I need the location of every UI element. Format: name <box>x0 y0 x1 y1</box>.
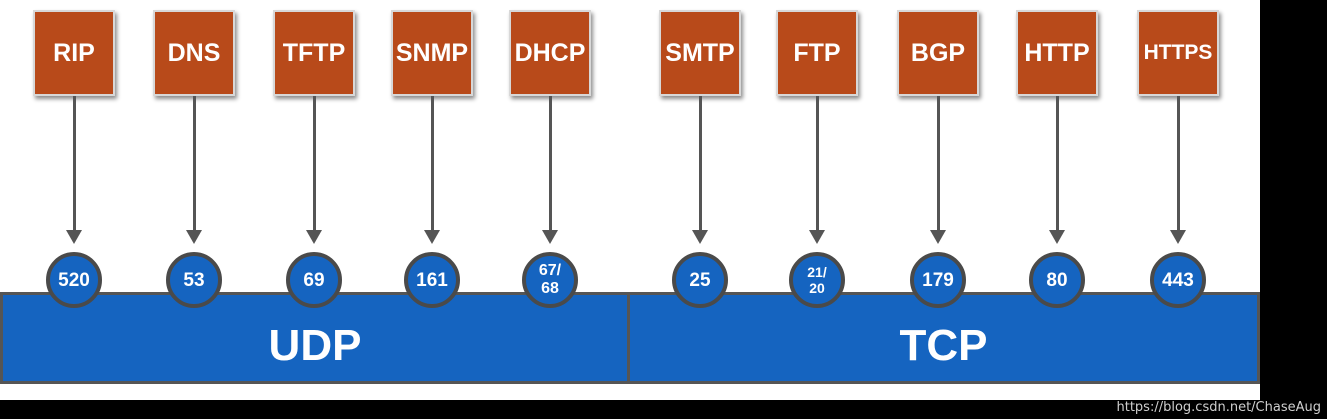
port-number: 80 <box>1046 269 1068 291</box>
protocol-box-http: HTTP <box>1016 10 1098 96</box>
arrow-tftp <box>306 96 322 244</box>
port-circle-bgp: 179 <box>910 252 966 308</box>
port-circle-ftp: 21/ 20 <box>789 252 845 308</box>
arrow-ftp <box>809 96 825 244</box>
port-circle-snmp: 161 <box>404 252 460 308</box>
watermark-text: https://blog.csdn.net/ChaseAug <box>1116 400 1322 415</box>
arrow-smtp <box>692 96 708 244</box>
port-number-secondary: 68 <box>541 280 559 297</box>
protocol-box-bgp: BGP <box>897 10 979 96</box>
port-number: 69 <box>303 269 325 291</box>
port-number: 520 <box>58 269 90 291</box>
port-circle-tftp: 69 <box>286 252 342 308</box>
port-number: 443 <box>1162 269 1194 291</box>
arrow-rip <box>66 96 82 244</box>
port-circle-dhcp: 67/ 68 <box>522 252 578 308</box>
arrow-dns <box>186 96 202 244</box>
port-number: 53 <box>183 269 205 291</box>
arrow-bgp <box>930 96 946 244</box>
arrow-snmp <box>424 96 440 244</box>
diagram-canvas: RIP DNS TFTP SNMP DHCP SMTP FTP BGP HTTP… <box>0 0 1260 400</box>
protocol-box-tftp: TFTP <box>273 10 355 96</box>
port-number: 25 <box>689 269 711 291</box>
port-circle-https: 443 <box>1150 252 1206 308</box>
port-circle-http: 80 <box>1029 252 1085 308</box>
port-number-primary: 21/ <box>807 263 827 280</box>
port-number: 179 <box>922 269 954 291</box>
port-number-primary: 67/ <box>538 261 562 279</box>
arrow-https <box>1170 96 1186 244</box>
port-circle-dns: 53 <box>166 252 222 308</box>
protocol-box-dhcp: DHCP <box>509 10 591 96</box>
protocol-box-snmp: SNMP <box>391 10 473 96</box>
protocol-box-rip: RIP <box>33 10 115 96</box>
protocol-box-ftp: FTP <box>776 10 858 96</box>
protocol-box-smtp: SMTP <box>659 10 741 96</box>
port-number: 161 <box>416 269 448 291</box>
port-number-secondary: 20 <box>809 280 825 296</box>
arrow-dhcp <box>542 96 558 244</box>
udp-label: UDP <box>268 321 362 370</box>
tcp-label: TCP <box>899 321 988 370</box>
protocol-box-https: HTTPS <box>1137 10 1219 96</box>
protocol-box-dns: DNS <box>153 10 235 96</box>
arrow-http <box>1049 96 1065 244</box>
port-circle-rip: 520 <box>46 252 102 308</box>
port-circle-smtp: 25 <box>672 252 728 308</box>
